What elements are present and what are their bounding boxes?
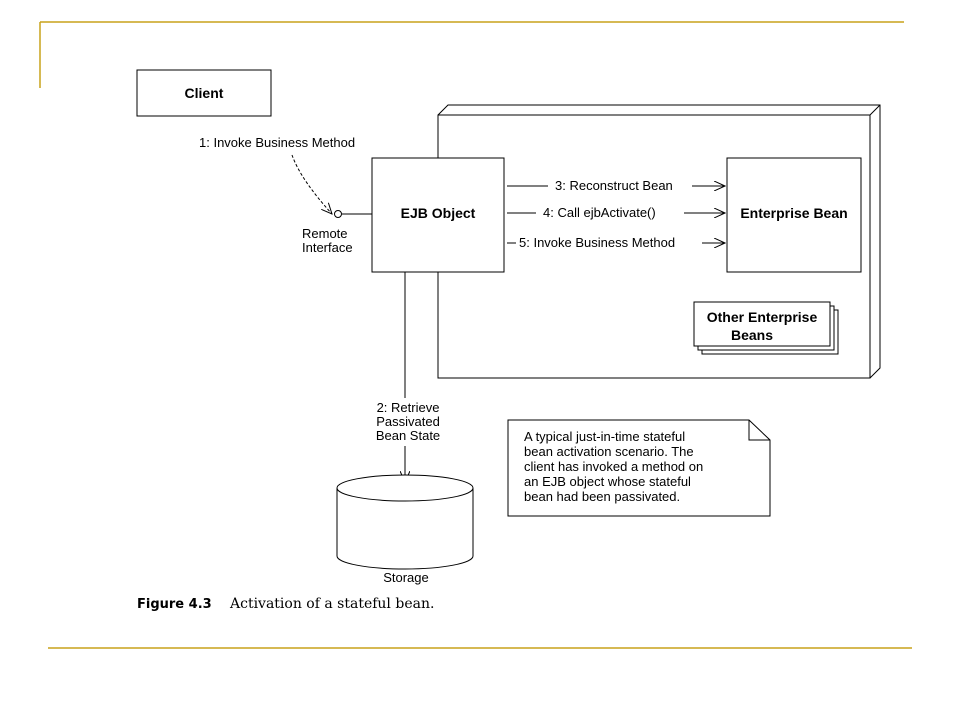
client-label: Client	[185, 85, 224, 101]
note-line-3: client has invoked a method on	[524, 459, 703, 474]
storage-node: Storage	[336, 474, 474, 585]
note-shape	[507, 419, 771, 517]
slide-decoration	[39, 21, 912, 649]
remote-interface-label-2: Interface	[302, 240, 353, 255]
step5-label: 5: Invoke Business Method	[519, 235, 675, 250]
other-beans-label-2: Beans	[731, 327, 773, 343]
remote-interface-label-1: Remote	[302, 226, 348, 241]
note-line-4: an EJB object whose stateful	[524, 474, 691, 489]
note-fold	[748, 420, 770, 441]
figure-number: Figure 4.3	[137, 597, 212, 612]
ejb-object-label: EJB Object	[401, 205, 476, 221]
step2-label-1: 2: Retrieve	[377, 400, 440, 415]
step1-arrow	[291, 154, 332, 214]
enterprise-bean-node: Enterprise Bean	[726, 157, 862, 273]
other-enterprise-beans: Other Enterprise Beans	[693, 301, 839, 355]
step2-label-2: Passivated	[376, 414, 440, 429]
other-beans-label-1: Other Enterprise	[707, 309, 818, 325]
scenario-note: A typical just-in-time stateful bean act…	[507, 419, 771, 517]
note-line-1: A typical just-in-time stateful	[524, 429, 685, 444]
figure-caption: Figure 4.3 Activation of a stateful bean…	[137, 596, 434, 612]
remote-interface: Remote Interface	[302, 210, 372, 255]
step3-label: 3: Reconstruct Bean	[555, 178, 673, 193]
enterprise-bean-label: Enterprise Bean	[740, 205, 847, 221]
note-line-5: bean had been passivated.	[524, 489, 680, 504]
ejb-object-node: EJB Object	[371, 157, 505, 273]
note-line-2: bean activation scenario. The	[524, 444, 694, 459]
enterprise-bean-box	[726, 157, 862, 273]
client-node: Client	[136, 69, 272, 117]
storage-cylinder-top	[336, 474, 474, 502]
other-beans-box	[693, 301, 831, 347]
client-box	[136, 69, 272, 117]
remote-interface-icon	[334, 210, 342, 218]
ejb-object-box	[371, 157, 505, 273]
step4-label: 4: Call ejbActivate()	[543, 205, 656, 220]
step1-label: 1: Invoke Business Method	[199, 135, 355, 150]
step2-label-3: Bean State	[376, 428, 440, 443]
storage-label: Storage	[383, 570, 429, 585]
storage-cylinder	[336, 488, 474, 570]
figure-title: Activation of a stateful bean.	[229, 596, 434, 612]
